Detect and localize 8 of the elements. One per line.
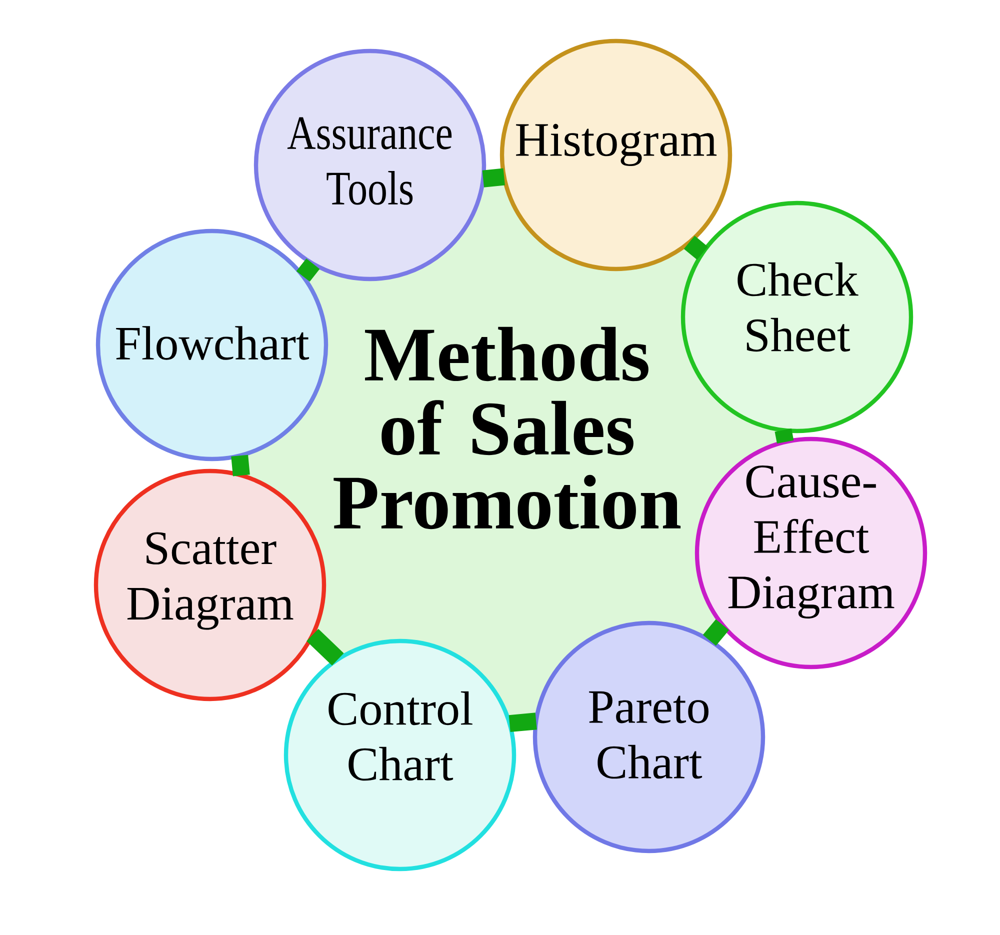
connector-line bbox=[684, 236, 708, 260]
connector-line bbox=[231, 454, 250, 476]
connector-line bbox=[306, 628, 344, 666]
connector-line bbox=[508, 712, 537, 732]
connector-line bbox=[482, 168, 505, 188]
connector-line bbox=[774, 428, 794, 444]
connector-line bbox=[702, 619, 729, 646]
connector-line bbox=[296, 258, 320, 282]
